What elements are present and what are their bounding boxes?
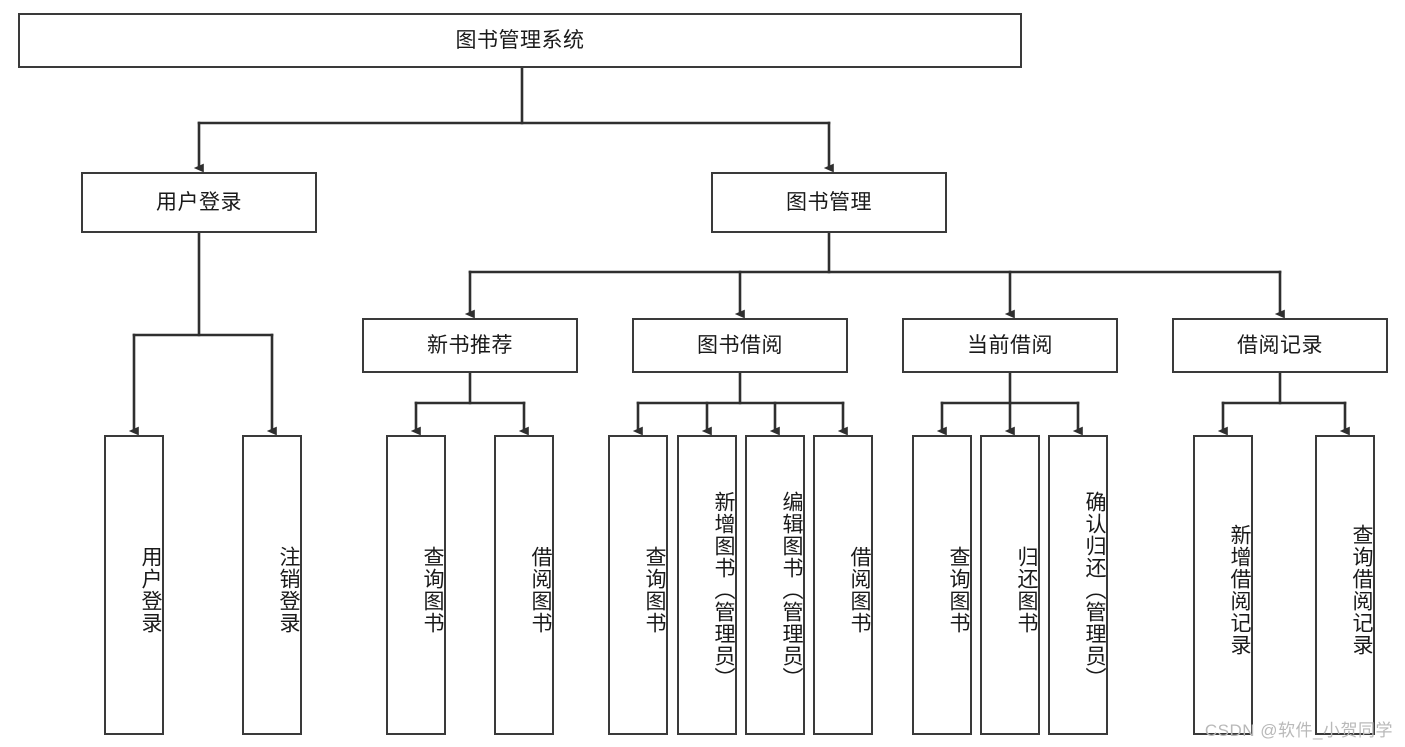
leaf-label: 确认归还（管理员） xyxy=(1083,491,1106,689)
leaf-add-borrow-record[interactable]: 新增借阅记录 xyxy=(1193,435,1253,735)
leaf-label: 借阅图书 xyxy=(848,546,871,634)
leaf-label: 查询图书 xyxy=(421,546,444,634)
node-new-book-recommend[interactable]: 新书推荐 xyxy=(362,318,578,373)
leaf-user-login[interactable]: 用户登录 xyxy=(104,435,164,735)
node-book-manage[interactable]: 图书管理 xyxy=(711,172,947,233)
leaf-add-book-admin[interactable]: 新增图书（管理员） xyxy=(677,435,737,735)
leaf-label: 编辑图书（管理员） xyxy=(780,491,803,689)
leaf-label: 查询图书 xyxy=(643,546,666,634)
leaf-label: 新增图书（管理员） xyxy=(712,491,735,689)
node-user-login[interactable]: 用户登录 xyxy=(81,172,317,233)
node-book-borrow[interactable]: 图书借阅 xyxy=(632,318,848,373)
node-current-borrow[interactable]: 当前借阅 xyxy=(902,318,1118,373)
leaf-label: 新增借阅记录 xyxy=(1228,524,1251,656)
leaf-logout[interactable]: 注销登录 xyxy=(242,435,302,735)
leaf-label: 归还图书 xyxy=(1015,546,1038,634)
leaf-query-book-borrow[interactable]: 查询图书 xyxy=(608,435,668,735)
leaf-return-book[interactable]: 归还图书 xyxy=(980,435,1040,735)
csdn-watermark: CSDN @软件_小贺同学 xyxy=(1204,721,1393,740)
leaf-label: 借阅图书 xyxy=(529,546,552,634)
leaf-query-borrow-record[interactable]: 查询借阅记录 xyxy=(1315,435,1375,735)
leaf-confirm-return-admin[interactable]: 确认归还（管理员） xyxy=(1048,435,1108,735)
leaf-label: 用户登录 xyxy=(139,546,162,634)
leaf-label: 查询借阅记录 xyxy=(1350,524,1373,656)
leaf-borrow-book-recommend[interactable]: 借阅图书 xyxy=(494,435,554,735)
leaf-query-book-recommend[interactable]: 查询图书 xyxy=(386,435,446,735)
leaf-label: 查询图书 xyxy=(947,546,970,634)
leaf-borrow-book[interactable]: 借阅图书 xyxy=(813,435,873,735)
node-borrow-record[interactable]: 借阅记录 xyxy=(1172,318,1388,373)
leaf-edit-book-admin[interactable]: 编辑图书（管理员） xyxy=(745,435,805,735)
node-root-system[interactable]: 图书管理系统 xyxy=(18,13,1022,68)
leaf-query-book-current[interactable]: 查询图书 xyxy=(912,435,972,735)
leaf-label: 注销登录 xyxy=(277,546,300,634)
